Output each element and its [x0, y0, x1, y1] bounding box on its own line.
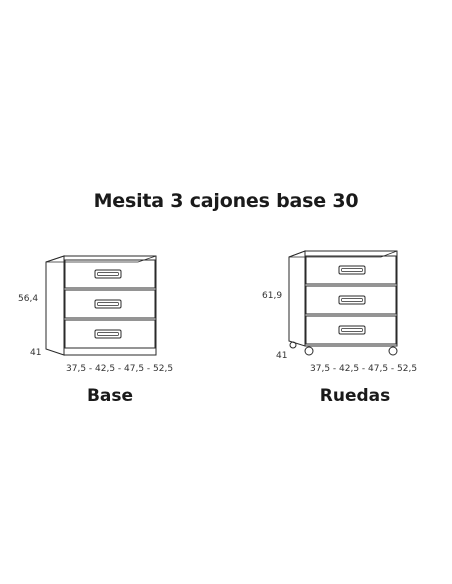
wheels-width-label: 37,5 - 42,5 - 47,5 - 52,5 — [310, 364, 418, 374]
wheels-drawer-1 — [305, 255, 397, 285]
wheels-front — [304, 250, 398, 347]
nightstand-base — [45, 255, 157, 356]
base-front — [63, 255, 157, 356]
base-top-surface — [45, 255, 157, 263]
wheels-side-panel — [288, 250, 306, 347]
base-height-label: 56,4 — [18, 294, 39, 304]
wheels-handle-3-icon — [338, 325, 366, 335]
base-drawer-2 — [64, 289, 156, 319]
wheel-front-right-icon — [388, 346, 398, 356]
wheels-drawer-3 — [305, 315, 397, 345]
wheels-depth-label: 41 — [276, 351, 288, 361]
base-handle-1-icon — [94, 269, 122, 279]
base-drawer-3 — [64, 319, 156, 349]
nightstand-wheels — [288, 250, 398, 356]
wheels-handle-2-icon — [338, 295, 366, 305]
wheels-height-label: 61,9 — [262, 291, 283, 301]
wheels-caption: Ruedas — [319, 386, 391, 406]
wheel-back-left-icon — [289, 341, 297, 349]
base-side-panel — [45, 255, 65, 356]
wheel-front-left-icon — [304, 346, 314, 356]
base-caption: Base — [86, 386, 134, 406]
base-handle-2-icon — [94, 299, 122, 309]
wheels-handle-1-icon — [338, 265, 366, 275]
base-drawer-1 — [64, 259, 156, 289]
wheels-drawer-2 — [305, 285, 397, 315]
base-depth-label: 41 — [30, 348, 42, 358]
base-handle-3-icon — [94, 329, 122, 339]
base-width-label: 37,5 - 42,5 - 47,5 - 52,5 — [66, 364, 174, 374]
page-title: Mesita 3 cajones base 30 — [93, 190, 359, 212]
